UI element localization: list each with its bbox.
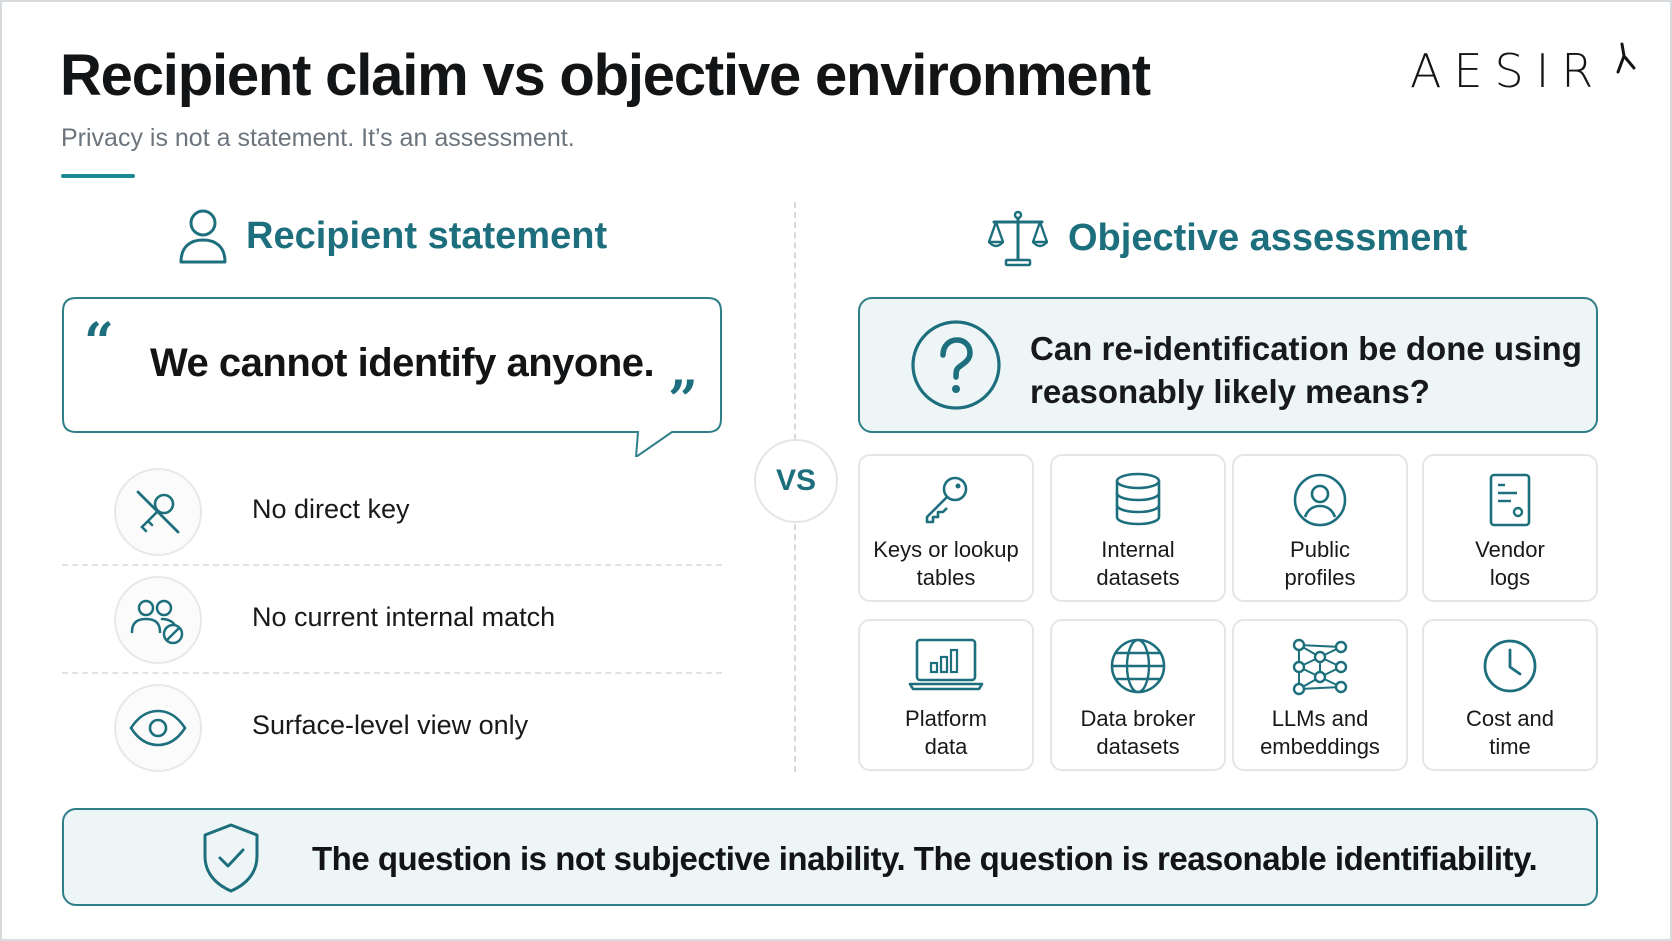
claim-text: We cannot identify anyone. <box>150 341 655 385</box>
question-panel: Can re-identification be done using reas… <box>858 297 1598 433</box>
means-card-public-profiles: Public profiles <box>1232 454 1408 602</box>
means-label: Cost and <box>1465 706 1555 731</box>
limitation-label: Surface-level view only <box>252 710 529 740</box>
means-card-llms: LLMs and embeddings <box>1232 619 1408 771</box>
means-label: embeddings <box>1260 734 1380 759</box>
accent-rule <box>61 174 135 178</box>
means-card-cost-time: Cost and time <box>1422 619 1598 771</box>
means-label: Public <box>1290 537 1350 562</box>
speech-bubble-shape <box>62 297 722 457</box>
means-label: datasets <box>1096 734 1180 759</box>
person-icon <box>179 209 227 264</box>
means-card-data-broker: Data broker datasets <box>1050 619 1226 771</box>
open-quote-icon: “ <box>84 312 114 373</box>
list-item: No direct key <box>62 458 722 566</box>
page-title: Recipient claim vs objective environment <box>60 43 1151 108</box>
means-label: time <box>1489 734 1531 759</box>
means-label: profiles <box>1284 565 1356 590</box>
means-label: tables <box>916 565 976 590</box>
means-label: data <box>924 734 968 759</box>
means-label: Vendor <box>1475 537 1545 562</box>
means-label: LLMs and <box>1271 706 1369 731</box>
means-label: Internal <box>1101 537 1175 562</box>
limitation-label: No current internal match <box>252 602 556 632</box>
means-label: Keys or lookup <box>873 537 1019 562</box>
conclusion-text: The question is not subjective inability… <box>312 840 1538 877</box>
key-crossed-icon <box>114 468 202 556</box>
claim-speech-bubble: “ We cannot identify anyone. ” <box>62 297 722 457</box>
list-item: No current internal match <box>62 566 722 674</box>
means-card-internal-datasets: Internal datasets <box>1050 454 1226 602</box>
means-card-platform-data: Platform data <box>858 619 1034 771</box>
logo-mark-icon <box>1616 42 1636 74</box>
list-item: Surface-level view only <box>62 674 722 780</box>
document-icon <box>1489 473 1531 527</box>
users-blocked-icon <box>114 576 202 664</box>
eye-icon <box>114 684 202 772</box>
globe-icon <box>1110 638 1166 694</box>
shield-check-icon <box>203 823 259 893</box>
means-label: Data broker <box>1080 706 1196 731</box>
logo-wordmark: AESIR <box>1410 44 1606 98</box>
conclusion-banner: The question is not subjective inability… <box>62 808 1598 906</box>
means-card-keys: Keys or lookup tables <box>858 454 1034 602</box>
objective-assessment-heading: Objective assessment <box>986 208 1467 268</box>
page-subtitle: Privacy is not a statement. It’s an asse… <box>61 124 575 152</box>
key-icon <box>925 476 968 524</box>
limitation-label: No direct key <box>252 494 410 524</box>
means-label: Platform <box>905 706 987 731</box>
objective-assessment-title: Objective assessment <box>1068 216 1468 259</box>
database-icon <box>1115 472 1161 526</box>
vs-badge: VS <box>754 439 838 523</box>
means-card-vendor-logs: Vendor logs <box>1422 454 1598 602</box>
scales-icon <box>987 210 1049 267</box>
question-line: Can re-identification be done <box>1030 330 1485 367</box>
recipient-statement-heading: Recipient statement <box>178 208 607 264</box>
laptop-chart-icon <box>908 638 984 691</box>
means-label: logs <box>1489 565 1531 590</box>
question-line: using reasonably likely means? <box>1030 330 1582 410</box>
question-mark-icon <box>911 320 1001 410</box>
means-label: datasets <box>1096 565 1180 590</box>
profile-icon <box>1293 473 1347 527</box>
question-text: Can re-identification be done using reas… <box>1030 327 1590 413</box>
close-quote-icon: ” <box>668 370 698 431</box>
neural-network-icon <box>1292 638 1348 696</box>
limitations-list: No direct key No current internal match <box>62 458 722 780</box>
brand-logo: AESIR <box>1410 42 1636 98</box>
recipient-statement-title: Recipient statement <box>246 214 608 257</box>
clock-icon <box>1483 639 1537 693</box>
